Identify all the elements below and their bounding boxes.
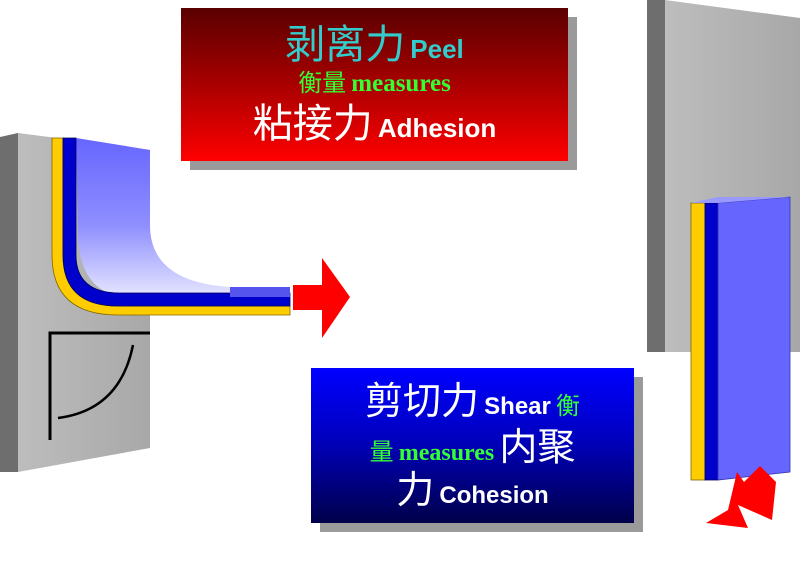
shear-substrate-side	[647, 0, 665, 352]
peel-tape-flap	[76, 138, 290, 297]
peel-substrate-side	[0, 133, 18, 472]
shear-tape-face	[717, 196, 791, 481]
peel-adhesion-cjk: 粘接力	[252, 100, 373, 147]
peel-measures-cjk: 衡量	[298, 69, 347, 97]
shear-line-3: 力 Cohesion	[311, 469, 634, 513]
peel-line-2: 衡量 measures	[181, 69, 568, 99]
shear-measures-cjk-a: 衡	[555, 392, 580, 420]
peel-graph-axes	[48, 331, 150, 440]
shear-test-figure	[647, 0, 800, 528]
shear-line-1: 剪切力 Shear 衡	[311, 379, 634, 424]
peel-title-en: Peel	[410, 34, 464, 64]
shear-label-box: 剪切力 Shear 衡 量 measures 内聚 力 Cohesion	[311, 368, 634, 523]
shear-title-cjk: 剪切力	[365, 379, 480, 423]
shear-cohesion-cjk-b: 力	[396, 468, 435, 513]
peel-label-box: 剥离力 Peel 衡量 measures 粘接力 Adhesion	[181, 8, 568, 161]
shear-tape-top	[691, 197, 790, 203]
shear-title-en: Shear	[484, 393, 551, 420]
peel-force-arrow	[293, 258, 350, 338]
peel-tape-end	[230, 287, 290, 297]
peel-line-1: 剥离力 Peel	[181, 22, 568, 68]
shear-measures-en: measures	[398, 439, 495, 466]
peel-tape-blue-layer	[62, 137, 291, 307]
shear-cohesion-cjk-a: 内聚	[499, 424, 576, 469]
peel-test-figure	[0, 133, 350, 472]
peel-graph-curve	[57, 344, 135, 420]
shear-tape-yellow-layer	[690, 202, 706, 481]
shear-measures-cjk-b: 量	[369, 437, 394, 466]
peel-measures-en: measures	[351, 70, 451, 97]
shear-force-arrow	[706, 466, 776, 528]
peel-title-cjk: 剥离力	[285, 22, 406, 68]
shear-line-2: 量 measures 内聚	[311, 424, 634, 470]
peel-adhesion-en: Adhesion	[377, 112, 497, 143]
peel-line-3: 粘接力 Adhesion	[181, 101, 568, 147]
shear-tape-blue-layer	[704, 202, 719, 481]
shear-cohesion-en: Cohesion	[439, 482, 549, 510]
